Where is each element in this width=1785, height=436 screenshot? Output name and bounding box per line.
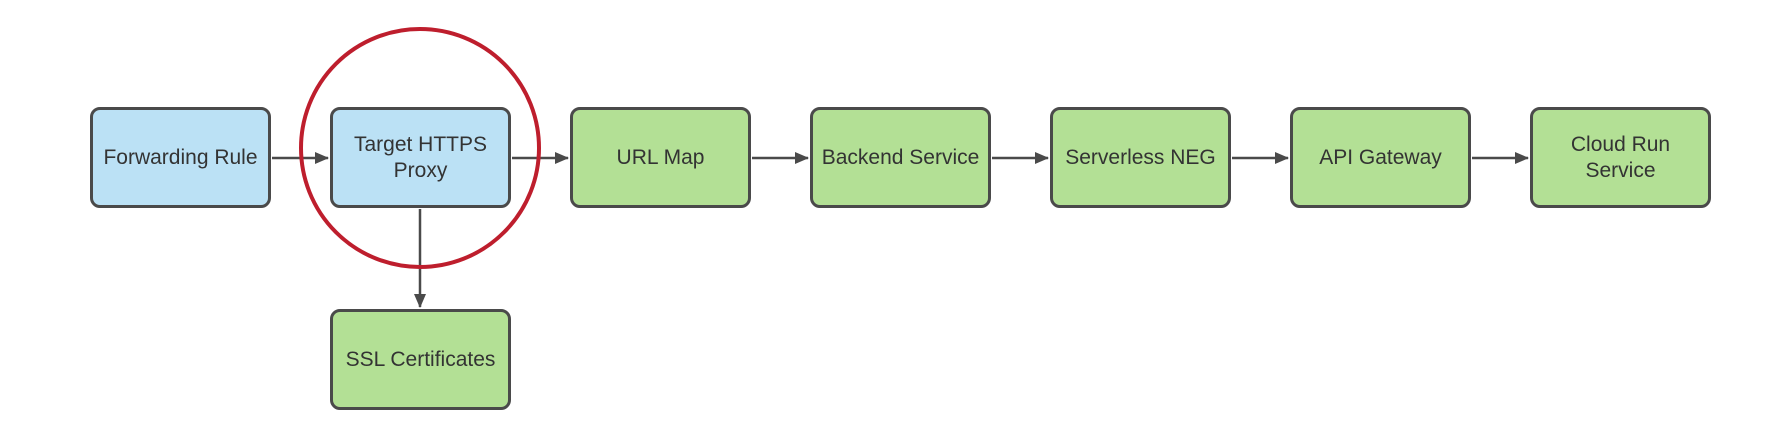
- node-backend-service-label: Backend Service: [821, 145, 980, 169]
- highlight-circle-annotation: [299, 27, 541, 269]
- node-backend-service: Backend Service: [810, 107, 991, 208]
- node-target-https-proxy-label: Target HTTPS Proxy: [353, 133, 488, 182]
- node-api-gateway-label: API Gateway: [1319, 145, 1442, 169]
- node-url-map-label: URL Map: [616, 145, 705, 169]
- node-ssl-certificates: SSL Certificates: [330, 309, 511, 410]
- node-api-gateway: API Gateway: [1290, 107, 1471, 208]
- node-target-https-proxy: Target HTTPS Proxy: [330, 107, 511, 208]
- node-cloud-run-service-label: Cloud Run Service: [1570, 133, 1671, 182]
- node-ssl-certificates-label: SSL Certificates: [345, 347, 496, 371]
- node-serverless-neg: Serverless NEG: [1050, 107, 1231, 208]
- node-serverless-neg-label: Serverless NEG: [1065, 145, 1216, 169]
- node-forwarding-rule: Forwarding Rule: [90, 107, 271, 208]
- node-cloud-run-service: Cloud Run Service: [1530, 107, 1711, 208]
- node-url-map: URL Map: [570, 107, 751, 208]
- node-forwarding-rule-label: Forwarding Rule: [103, 145, 258, 169]
